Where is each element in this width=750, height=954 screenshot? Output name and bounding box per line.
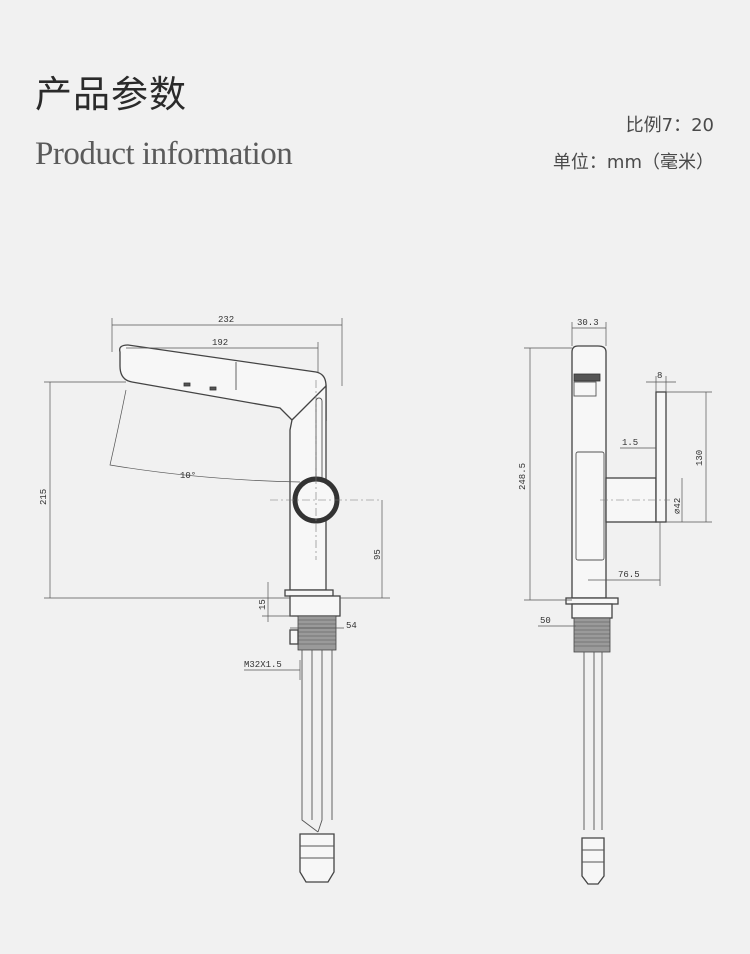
side-slot	[575, 451, 605, 561]
unit-label: 单位：mm（毫米）	[552, 152, 714, 173]
side-dimensions: 30.3 8 248.5 1.5 130 ⌀42 76.5 50	[518, 318, 712, 627]
front-spout	[119, 344, 327, 421]
side-thread-lines	[574, 621, 610, 647]
side-view	[565, 345, 670, 885]
dim-50: 50	[540, 616, 551, 626]
dim-angle: 10°	[180, 471, 196, 481]
front-connector-lines	[300, 845, 334, 859]
spout-detail	[183, 382, 191, 387]
front-hoses	[301, 650, 333, 833]
dim-232: 232	[218, 315, 234, 325]
spout-detail-2	[209, 386, 217, 391]
dim-95: 95	[373, 549, 383, 560]
page-title-cn: 产品参数	[35, 73, 187, 116]
side-outlet	[573, 381, 597, 397]
side-hoses	[583, 652, 603, 830]
dim-54: 54	[346, 621, 357, 631]
front-nut	[289, 629, 299, 645]
front-dimensions: 232 192 215 10° 95 15 54 M32X1.5	[39, 315, 390, 680]
side-spray-head	[573, 373, 601, 382]
dim-130: 130	[695, 450, 705, 466]
dim-1-5: 1.5	[622, 438, 638, 448]
side-lever	[655, 391, 667, 523]
front-base-block	[289, 595, 341, 617]
front-base-plate	[284, 589, 334, 597]
dim-76-5: 76.5	[618, 570, 640, 580]
dim-15: 15	[258, 599, 268, 610]
side-connector	[581, 837, 605, 885]
side-connector-lines	[582, 849, 604, 863]
side-body	[571, 345, 607, 599]
front-thread	[297, 615, 337, 651]
front-view	[119, 344, 380, 883]
side-base-plate	[565, 597, 619, 605]
scale-label: 比例7：20	[625, 115, 714, 136]
side-thread	[573, 617, 611, 653]
side-base-block	[571, 603, 613, 619]
dim-8: 8	[657, 371, 662, 381]
dim-30-3: 30.3	[577, 318, 599, 328]
dim-thread: M32X1.5	[244, 660, 282, 670]
page-title-en: Product information	[35, 136, 293, 172]
dim-192: 192	[212, 338, 228, 348]
dim-215: 215	[39, 489, 49, 505]
dim-248-5: 248.5	[518, 463, 528, 490]
dim-d42: ⌀42	[673, 498, 683, 514]
